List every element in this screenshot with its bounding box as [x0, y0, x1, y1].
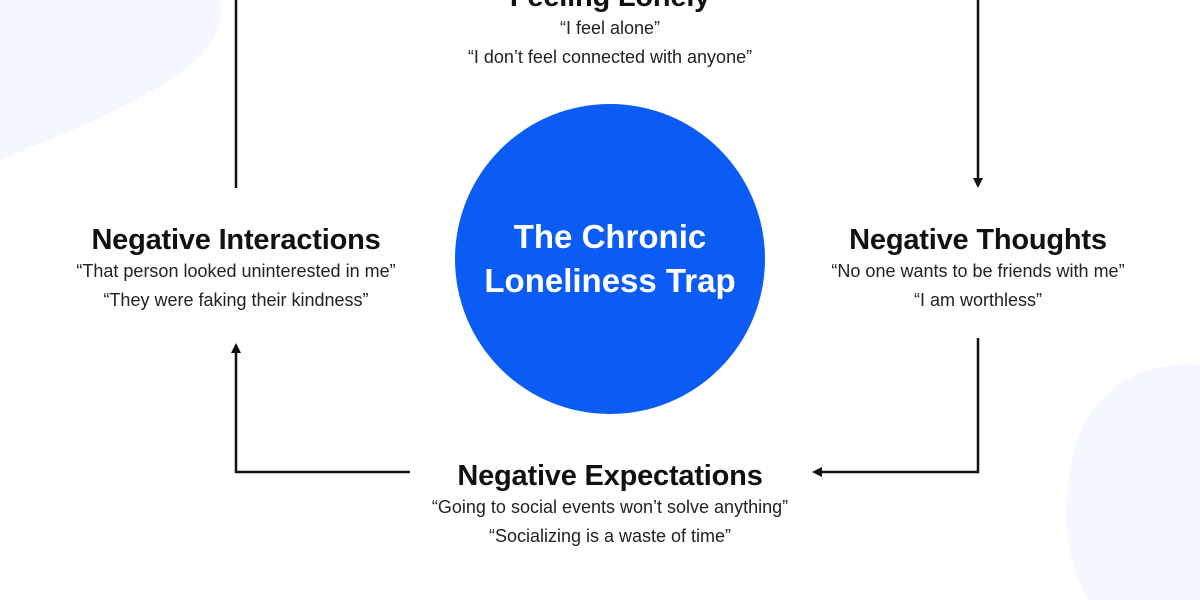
- center-circle: The Chronic Loneliness Trap: [455, 104, 765, 414]
- node-feeling-lonely: Feeling Lonely “I feel alone” “I don’t f…: [468, 0, 752, 72]
- node-negative-interactions: Negative Interactions “That person looke…: [76, 223, 395, 315]
- node-quote: “I am worthless”: [913, 290, 1043, 310]
- background-blob-bottom-right: [1066, 364, 1200, 600]
- node-title: Negative Expectations: [457, 460, 763, 492]
- node-title: Negative Interactions: [91, 224, 381, 256]
- background-blob-top-left: [0, 0, 221, 160]
- arrow-right-to-bottom: [812, 338, 980, 477]
- arrow-bottom-to-left: [231, 343, 410, 474]
- node-quote: “That person looked uninterested in me”: [76, 261, 396, 281]
- node-quote: “Socializing is a waste of time”: [488, 526, 732, 546]
- node-quote: “Going to social events won’t solve anyt…: [431, 497, 789, 517]
- center-title: The Chronic Loneliness Trap: [484, 218, 736, 299]
- node-title: Negative Thoughts: [849, 224, 1107, 256]
- node-quote: “They were faking their kindness”: [103, 290, 369, 310]
- node-title: Feeling Lonely: [468, 0, 752, 14]
- node-quote: “I feel alone”: [559, 18, 661, 38]
- node-negative-thoughts: Negative Thoughts “No one wants to be fr…: [831, 223, 1124, 315]
- node-negative-expectations: Negative Expectations “Going to social e…: [432, 459, 788, 551]
- node-quote: “No one wants to be friends with me”: [831, 261, 1125, 281]
- node-quote: “I don’t feel connected with anyone”: [467, 47, 753, 67]
